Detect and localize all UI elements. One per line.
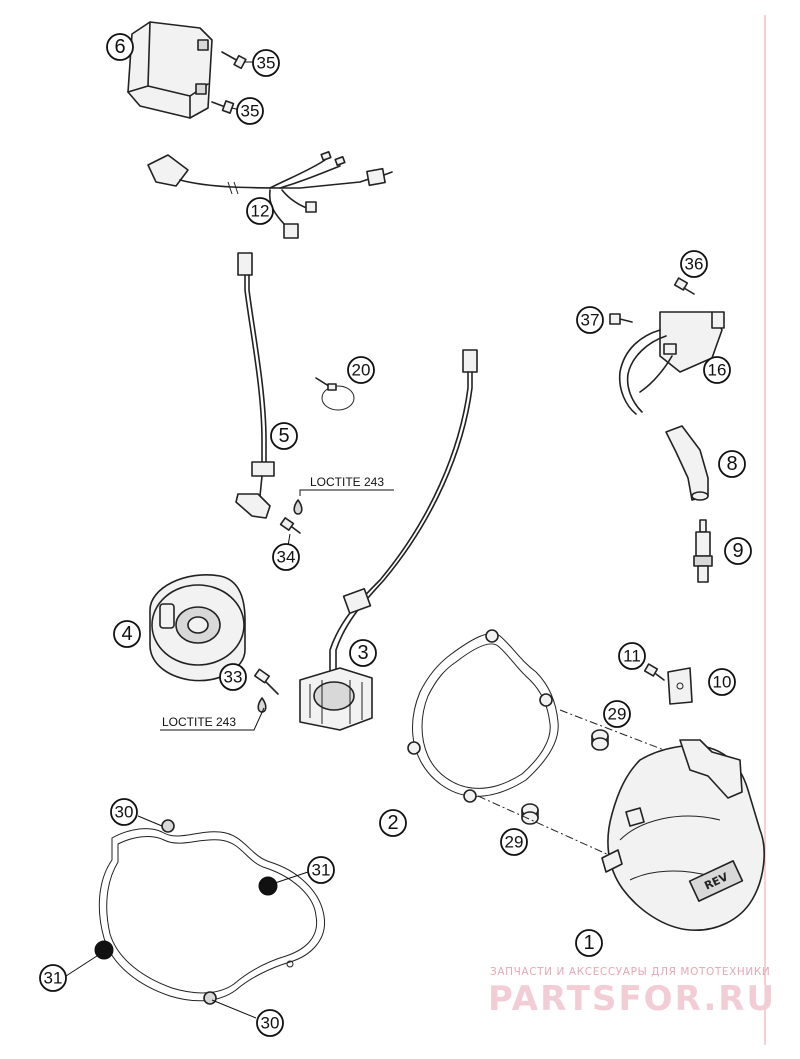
part-cover-gasket	[407, 629, 559, 803]
alignment-line-lower	[477, 795, 621, 861]
callout-29-lower: 29	[500, 828, 528, 856]
callout-2: 2	[379, 809, 407, 837]
loctite-note-lower: LOCTITE 243	[162, 715, 236, 729]
part-flywheel	[149, 574, 246, 682]
svg-text:35: 35	[257, 54, 276, 73]
svg-text:36: 36	[685, 255, 704, 274]
svg-text:37: 37	[581, 311, 600, 330]
leader-31a	[271, 871, 309, 885]
watermark-brand: PARTSFOR.RU	[488, 979, 776, 1019]
bolt-34	[279, 517, 301, 534]
part-wiring-harness	[147, 151, 393, 239]
callout-11: 11	[618, 642, 646, 670]
part-stator	[299, 349, 478, 731]
callout-30-lower: 30	[256, 1009, 284, 1037]
part-cable-tie	[315, 377, 355, 411]
svg-text:20: 20	[352, 361, 371, 380]
loctite-note-upper: LOCTITE 243	[310, 475, 384, 489]
svg-text:34: 34	[277, 548, 296, 567]
dowel-29-lower	[521, 803, 539, 825]
part-spark-plug	[693, 519, 713, 583]
dowel-29-upper	[591, 729, 609, 751]
callout-4: 4	[113, 620, 141, 648]
callout-16: 16	[703, 356, 731, 384]
svg-text:12: 12	[251, 202, 270, 221]
callout-37: 37	[576, 306, 604, 334]
callout-31-right: 31	[307, 856, 335, 884]
svg-text:3: 3	[357, 642, 368, 664]
leader-loctite-lower	[160, 707, 265, 731]
bolt-35-upper	[221, 51, 247, 70]
svg-text:2: 2	[387, 812, 398, 834]
callout-30-upper: 30	[110, 798, 138, 826]
svg-text:30: 30	[261, 1014, 280, 1033]
svg-text:8: 8	[726, 453, 737, 475]
callout-20: 20	[347, 356, 375, 384]
svg-text:4: 4	[121, 623, 132, 645]
bolt-35-lower	[211, 100, 235, 114]
callout-6: 6	[106, 33, 134, 61]
bolt-36	[673, 277, 695, 295]
svg-text:5: 5	[278, 425, 289, 447]
svg-text:29: 29	[608, 705, 627, 724]
svg-text:31: 31	[44, 969, 63, 988]
bolt-11	[643, 663, 665, 681]
watermark-subtitle: ЗАПЧАСТИ И АКСЕССУАРЫ ДЛЯ МОТОТЕХНИКИ	[490, 966, 770, 978]
svg-text:1: 1	[583, 932, 594, 954]
svg-text:6: 6	[114, 36, 125, 58]
part-sensor-cable	[235, 252, 275, 519]
callout-29-upper: 29	[603, 700, 631, 728]
callout-8: 8	[718, 450, 746, 478]
svg-text:35: 35	[241, 102, 260, 121]
part-spark-plug-cap	[665, 425, 709, 501]
callout-35-lower: 35	[236, 97, 264, 125]
leader-31b	[65, 953, 101, 977]
part-gasket-set	[94, 819, 326, 1005]
callout-3: 3	[349, 639, 377, 667]
callout-9: 9	[724, 537, 752, 565]
part-ignition-coil	[618, 311, 725, 415]
callout-12: 12	[246, 197, 274, 225]
leader-30b	[211, 999, 257, 1019]
svg-text:16: 16	[708, 361, 727, 380]
svg-text:9: 9	[732, 540, 743, 562]
svg-text:10: 10	[713, 673, 732, 692]
part-clip-10	[667, 667, 693, 705]
callout-35-upper: 35	[252, 49, 280, 77]
leader-loctite-upper	[299, 489, 394, 496]
svg-text:30: 30	[115, 803, 134, 822]
loctite-drop-upper	[293, 499, 303, 515]
part-cdi-unit	[127, 21, 213, 119]
bolt-33	[253, 668, 279, 695]
part-ignition-cover: REV	[601, 739, 765, 931]
callout-33: 33	[219, 663, 247, 691]
callout-36: 36	[680, 250, 708, 278]
loctite-drop-lower	[257, 697, 267, 713]
callout-1: 1	[575, 929, 603, 957]
callout-10: 10	[708, 668, 736, 696]
svg-text:29: 29	[505, 833, 524, 852]
svg-text:11: 11	[623, 647, 641, 666]
leader-30a	[137, 815, 163, 827]
bolt-37	[609, 313, 633, 325]
callout-34: 34	[272, 543, 300, 571]
svg-text:31: 31	[312, 861, 331, 880]
svg-text:33: 33	[224, 668, 243, 687]
callout-5: 5	[270, 422, 298, 450]
callout-31-left: 31	[39, 964, 67, 992]
